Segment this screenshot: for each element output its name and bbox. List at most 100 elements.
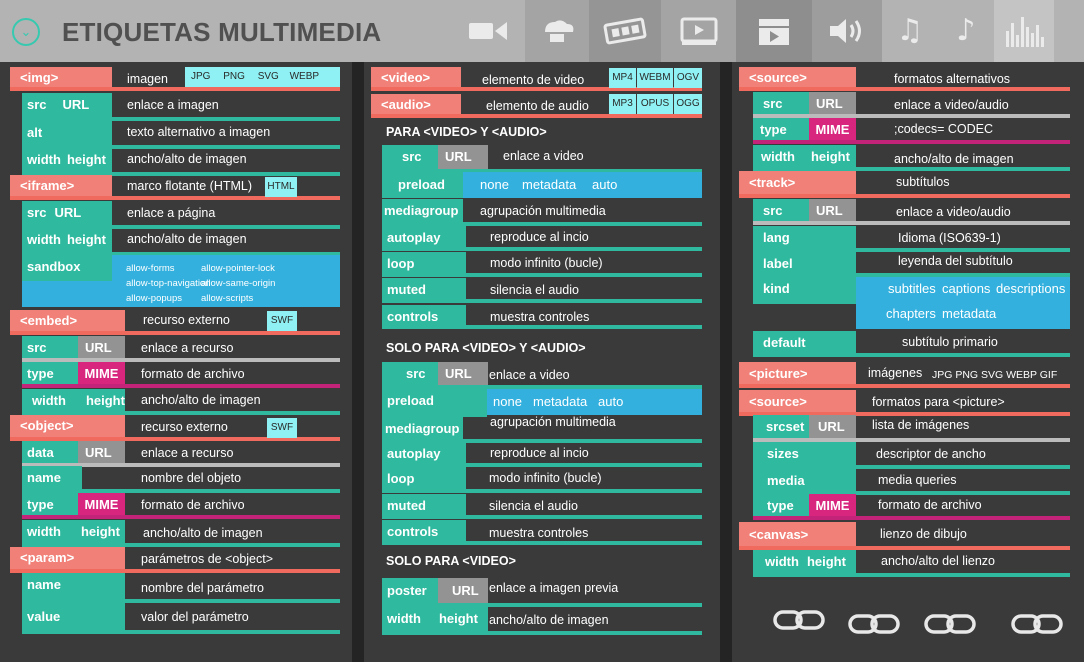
attr-sandbox[interactable]: sandbox bbox=[22, 255, 112, 281]
attr-type[interactable]: type bbox=[753, 494, 809, 518]
attr-desc: media queries bbox=[878, 473, 957, 487]
img-tag[interactable]: <img> bbox=[10, 67, 112, 89]
picture-tag[interactable]: <picture> bbox=[739, 362, 856, 386]
chain-link-icon[interactable] bbox=[923, 608, 977, 642]
speaker-icon[interactable] bbox=[812, 0, 882, 62]
video-player-icon[interactable] bbox=[661, 0, 736, 62]
music-notes-icon[interactable]: ♫ bbox=[882, 0, 938, 62]
attr-src[interactable]: src bbox=[22, 336, 78, 360]
divider bbox=[371, 114, 702, 118]
attr-srcset[interactable]: srcset bbox=[753, 415, 809, 439]
attr-mediagroup[interactable]: mediagroup bbox=[382, 199, 463, 223]
attr-muted[interactable]: muted bbox=[382, 278, 466, 300]
object-tag[interactable]: <object> bbox=[10, 415, 125, 437]
attr-controls[interactable]: controls bbox=[382, 305, 466, 327]
format-chip: SVG bbox=[257, 71, 279, 82]
equalizer-icon[interactable] bbox=[994, 0, 1054, 62]
track-tag[interactable]: <track> bbox=[739, 171, 856, 195]
sandbox-value: allow-same-origin bbox=[201, 278, 276, 289]
attr-autoplay[interactable]: autoplay bbox=[382, 226, 466, 248]
attr-kind[interactable]: kind bbox=[753, 277, 856, 301]
attr-preload[interactable]: preload bbox=[382, 389, 487, 413]
attr-label[interactable]: label bbox=[753, 252, 856, 274]
video-tag[interactable]: <video> bbox=[371, 67, 461, 89]
attr-desc: ;codecs= CODEC bbox=[894, 122, 993, 136]
attr-poster[interactable]: poster bbox=[382, 578, 438, 604]
source-desc: formatos para <picture> bbox=[872, 395, 1005, 409]
attr-desc: reproduce al incio bbox=[490, 446, 589, 460]
divider bbox=[22, 384, 340, 388]
attr-src[interactable]: src bbox=[753, 199, 809, 223]
attr-desc: formato de archivo bbox=[141, 498, 245, 512]
attr-loop[interactable]: loop bbox=[382, 252, 466, 274]
attr-desc: leyenda del subtítulo bbox=[898, 254, 1013, 268]
attr-autoplay[interactable]: autoplay bbox=[382, 442, 466, 464]
clapperboard-icon[interactable] bbox=[736, 0, 812, 62]
chain-link-icon[interactable] bbox=[1010, 608, 1064, 642]
attr-src[interactable]: src bbox=[753, 92, 809, 116]
mime-box: MIME bbox=[78, 362, 125, 386]
attr-muted[interactable]: muted bbox=[382, 494, 466, 516]
audio-tag[interactable]: <audio> bbox=[371, 94, 461, 116]
divider bbox=[753, 167, 1070, 171]
attr-type[interactable]: type bbox=[22, 362, 78, 386]
chain-link-icon[interactable] bbox=[847, 608, 901, 642]
canvas-tag[interactable]: <canvas> bbox=[739, 522, 856, 547]
divider bbox=[382, 463, 702, 467]
divider bbox=[382, 541, 702, 545]
video-camera-icon[interactable] bbox=[450, 0, 525, 62]
attr-alt[interactable]: alt bbox=[22, 121, 112, 145]
slides-icon[interactable] bbox=[589, 0, 661, 62]
divider bbox=[382, 603, 702, 607]
attr-src[interactable]: src bbox=[382, 145, 438, 169]
attr-type[interactable]: type bbox=[753, 118, 809, 142]
attr-desc: valor del parámetro bbox=[141, 610, 249, 624]
attr-value[interactable]: value bbox=[22, 603, 125, 631]
attr-preload[interactable]: preload bbox=[382, 172, 463, 198]
attr-loop[interactable]: loop bbox=[382, 467, 466, 489]
attr-type[interactable]: type bbox=[22, 493, 78, 517]
attr-data[interactable]: data bbox=[22, 441, 78, 465]
attr-sizes[interactable]: sizes bbox=[753, 442, 856, 466]
chain-link-icon[interactable] bbox=[772, 604, 826, 638]
attr-media[interactable]: media bbox=[753, 469, 856, 493]
attr-default[interactable]: default bbox=[753, 331, 856, 355]
divider bbox=[22, 117, 340, 121]
attr-name[interactable]: name bbox=[22, 466, 82, 490]
source-tag[interactable]: <source> bbox=[739, 67, 856, 89]
divider bbox=[753, 353, 1070, 357]
section-heading: SOLO PARA <VIDEO> bbox=[386, 554, 516, 568]
sandbox-values bbox=[22, 281, 340, 307]
embed-tag[interactable]: <embed> bbox=[10, 310, 125, 332]
source-tag[interactable]: <source> bbox=[739, 390, 856, 414]
iframe-tag[interactable]: <iframe> bbox=[10, 175, 112, 197]
picture-formats: JPG PNG SVG WEBP GIF bbox=[932, 369, 1058, 381]
attr-src[interactable]: src bbox=[382, 362, 438, 386]
divider bbox=[753, 248, 1070, 252]
attr-controls[interactable]: controls bbox=[382, 520, 466, 542]
cloud-stack-icon[interactable] bbox=[525, 0, 589, 62]
chevron-down-icon[interactable]: ⌄ bbox=[12, 18, 40, 46]
divider bbox=[382, 299, 702, 303]
divider bbox=[382, 273, 702, 277]
divider bbox=[22, 599, 340, 603]
attr-mediagroup[interactable]: mediagroup bbox=[382, 417, 463, 441]
format-chip: WEBP bbox=[289, 71, 320, 82]
music-note-icon[interactable]: ♪ bbox=[938, 0, 994, 62]
divider bbox=[22, 358, 340, 362]
attr-lang[interactable]: lang bbox=[753, 226, 856, 250]
param-tag[interactable]: <param> bbox=[10, 547, 125, 569]
img-formats: JPG PNG SVG WEBP bbox=[185, 67, 340, 87]
sandbox-value: allow-pointer-lock bbox=[201, 263, 275, 274]
source-desc: formatos alternativos bbox=[894, 72, 1011, 86]
attr-name[interactable]: name bbox=[22, 573, 125, 599]
